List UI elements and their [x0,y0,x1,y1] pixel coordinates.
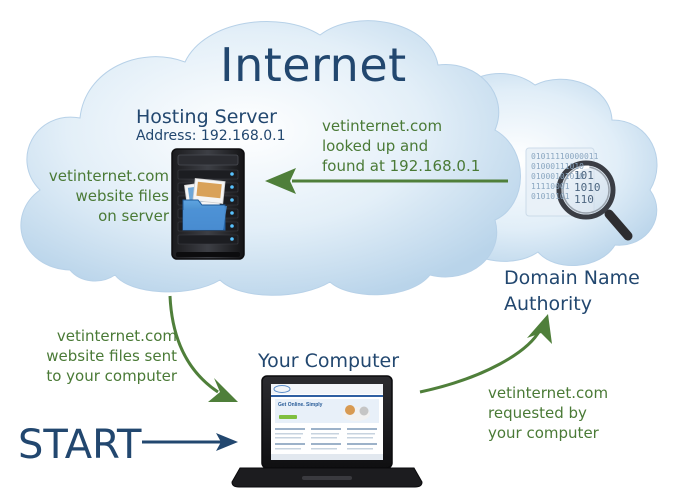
note-line: requested by [488,404,587,422]
lookup-note: vetinternet.com looked up and found at 1… [322,116,480,176]
note-line: website files sent [46,347,177,365]
binary-line: 01000101010 [531,172,584,181]
diagram-title: Internet [220,38,407,92]
dns-binary-magnified: 101 1010 110 [574,170,601,206]
hosting-server-title: Hosting Server [136,106,277,128]
note-line: vetinternet.com [488,384,609,402]
files-sent-arrow [168,295,238,402]
laptop-screen-website: Get Online. Simply [271,384,383,460]
start-arrow [142,433,238,451]
internet-cloud [20,20,521,296]
note-line: vetinternet.com [48,167,169,185]
binary-line: 101 [574,169,594,182]
start-label: START [18,422,142,468]
request-note: vetinternet.com requested by your comput… [488,383,608,443]
magnifier-icon [556,160,633,241]
note-line: on server [98,207,169,225]
note-line: looked up and [322,137,429,155]
binary-line: 01011110000011 [531,152,599,161]
binary-line: 01010101 [531,192,570,201]
hosting-server-address: Address: 192.168.0.1 [136,128,286,144]
screen-headline: Get Online. Simply [278,402,323,408]
dns-binary-text: 01011110000011 01000111010 01000101010 1… [531,152,598,202]
label-line: Authority [504,293,592,315]
note-line: your computer [488,424,599,442]
server-files-note: vetinternet.com website files on server [49,166,169,226]
note-line: vetinternet.com [56,327,177,345]
binary-line: 1010 [574,181,601,194]
note-line: found at 192.168.0.1 [322,157,481,175]
your-computer-title: Your Computer [258,350,400,372]
lookup-arrow [265,168,508,194]
note-line: to your computer [46,367,177,385]
folder-icon [182,178,227,231]
request-arrow [419,314,552,394]
files-sent-note: vetinternet.com website files sent to yo… [46,326,177,386]
note-line: vetinternet.com [322,117,443,135]
label-line: Domain Name [504,267,640,289]
binary-line: 01000111010 [531,162,584,171]
note-line: website files [75,187,169,205]
binary-line: 110 [574,193,594,206]
dns-authority-label: Domain Name Authority [504,265,640,317]
binary-line: 11110001 [531,182,570,191]
